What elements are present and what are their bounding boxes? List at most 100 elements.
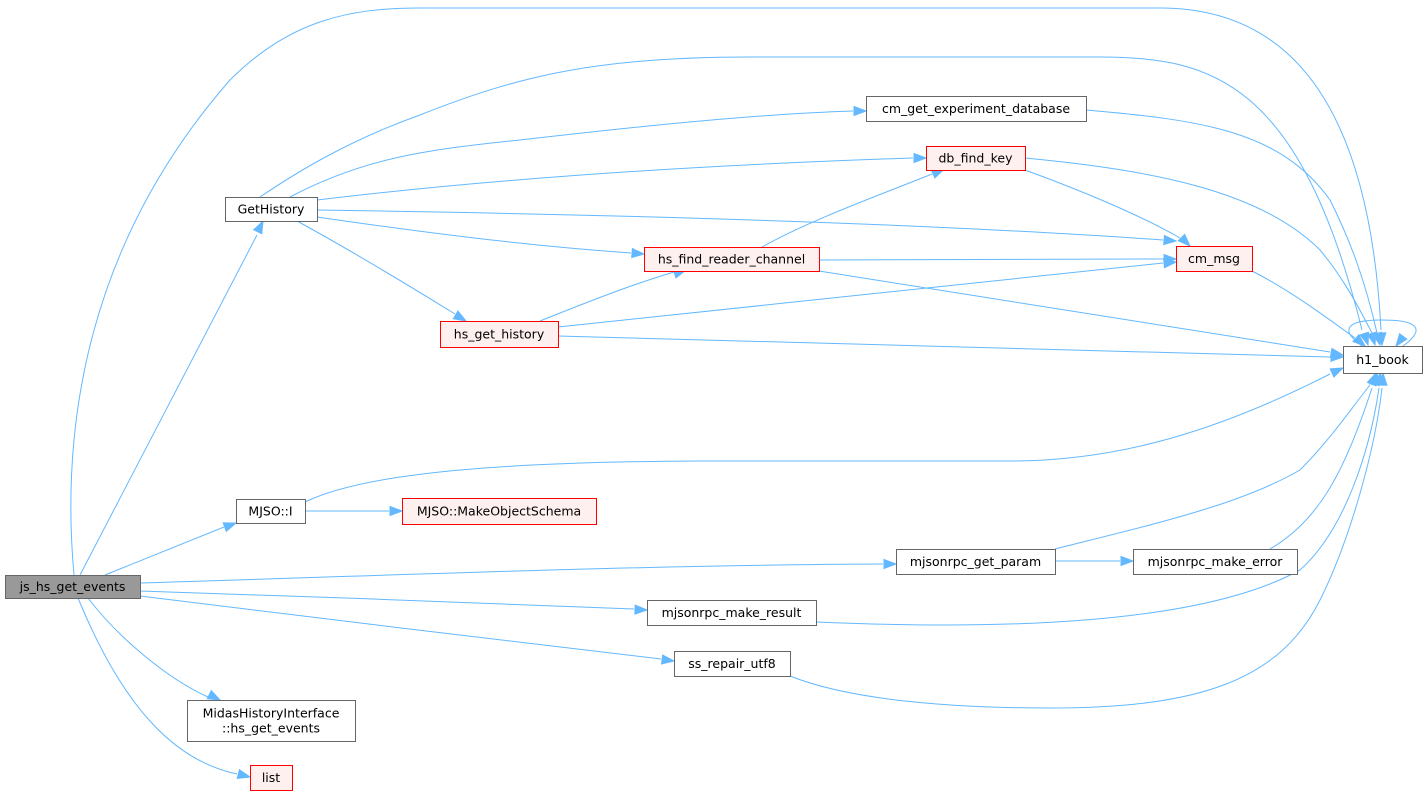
node-label: list — [262, 770, 280, 785]
edge-arrowhead — [206, 689, 222, 701]
edge-GetHistory-to-cm_msg — [316, 209, 1178, 246]
node-box[interactable] — [926, 146, 1026, 171]
edge-arrowhead — [853, 105, 868, 117]
node-label: mjsonrpc_make_error — [1148, 554, 1284, 569]
edge-GetHistory-to-hs_get_history — [296, 220, 468, 322]
edge-line — [1085, 109, 1378, 334]
edge-line — [304, 373, 1331, 503]
edge-line — [316, 157, 914, 201]
node-box[interactable] — [1343, 346, 1423, 374]
node-h1-book[interactable]: h1_book — [1343, 346, 1423, 374]
node-label: MJSO::I — [248, 504, 292, 519]
edge-mjsonrpc_get_param-to-mjsonrpc_make_error — [1055, 555, 1135, 567]
edge-line — [1251, 270, 1356, 339]
edge-js_hs_get_events-to-ss_repair_utf8 — [139, 595, 676, 665]
edge-arrowhead — [1163, 234, 1178, 246]
edge-line — [289, 110, 854, 198]
edge-hs_get_history-to-hs_find_reader_channel — [539, 268, 688, 322]
node-js-hs-get-events[interactable]: js_hs_get_events — [5, 575, 141, 599]
node-gethistory[interactable]: GetHistory — [225, 197, 318, 222]
edge-arrowhead — [1366, 331, 1377, 347]
node-label: db_find_key — [939, 151, 1014, 166]
edge-db_find_key-to-cm_msg — [1024, 169, 1192, 248]
edge-GetHistory-to-hs_find_reader_channel — [316, 216, 646, 259]
edge-GetHistory-to-h1_book — [259, 56, 1370, 347]
edge-arrowhead — [389, 505, 404, 517]
edge-js_hs_get_events-to-list — [77, 597, 252, 780]
edge-line — [761, 173, 933, 248]
node-box[interactable] — [674, 651, 791, 677]
edge-arrowhead — [1359, 331, 1370, 347]
node-cm-get-experiment-database[interactable]: cm_get_experiment_database — [866, 96, 1087, 122]
node-box[interactable] — [866, 96, 1087, 122]
node-box[interactable] — [250, 765, 293, 791]
edge-ss_repair_utf8-to-h1_book — [789, 371, 1388, 709]
edge-line — [818, 258, 1164, 261]
edge-GetHistory-to-db_find_key — [316, 152, 928, 201]
edge-line — [818, 270, 1331, 353]
edge-line — [1348, 319, 1417, 347]
edge-cm_msg-to-h1_book — [1251, 270, 1367, 347]
node-box[interactable] — [402, 498, 597, 525]
edge-line — [139, 590, 635, 610]
node-box[interactable] — [896, 549, 1056, 575]
node-label: mjsonrpc_make_result — [662, 605, 802, 620]
node-ss-repair-utf8[interactable]: ss_repair_utf8 — [674, 651, 791, 677]
edge-line — [316, 216, 632, 254]
node-cm-msg[interactable]: cm_msg — [1176, 246, 1253, 272]
edge-GetHistory-to-cm_get_experiment_database — [289, 105, 868, 198]
node-label: GetHistory — [238, 202, 305, 217]
edge-line — [815, 387, 1380, 626]
edge-arrowhead — [1120, 555, 1135, 567]
edge-h1_book-to-h1_book — [1348, 319, 1417, 348]
node-label: h1_book — [1356, 352, 1409, 367]
node-label: mjsonrpc_get_param — [910, 554, 1041, 569]
node-box[interactable] — [236, 499, 306, 524]
edge-arrowhead — [660, 654, 676, 665]
node-box[interactable] — [187, 700, 356, 742]
edge-arrowhead — [1395, 332, 1408, 348]
edge-hs_get_history-to-h1_book — [557, 335, 1345, 362]
edge-hs_find_reader_channel-to-cm_msg — [818, 253, 1178, 265]
node-label: ::hs_get_events — [222, 721, 320, 736]
edge-line — [1024, 169, 1181, 239]
edge-arrowhead — [252, 219, 264, 235]
edge-line — [557, 262, 1164, 328]
node-mjso-makeobjectschema[interactable]: MJSO::MakeObjectSchema — [402, 498, 597, 525]
edge-arrowhead — [1163, 258, 1178, 269]
node-box[interactable] — [1133, 549, 1298, 575]
node-box[interactable] — [647, 600, 817, 626]
edge-arrowhead — [631, 247, 646, 259]
node-box[interactable] — [440, 321, 559, 348]
edge-line — [139, 563, 884, 584]
node-mjsonrpc-get-param[interactable]: mjsonrpc_get_param — [896, 549, 1056, 575]
edge-line — [259, 56, 1363, 331]
edge-line — [79, 234, 258, 576]
edge-line — [296, 220, 456, 315]
node-db-find-key[interactable]: db_find_key — [926, 146, 1026, 171]
node-box[interactable] — [644, 247, 820, 272]
node-hs-get-history[interactable]: hs_get_history — [440, 321, 559, 348]
node-hs-find-reader-channel[interactable]: hs_find_reader_channel — [644, 247, 820, 272]
node-list[interactable]: list — [250, 765, 293, 791]
node-label: cm_get_experiment_database — [882, 101, 1070, 116]
node-label: ss_repair_utf8 — [688, 656, 776, 671]
edge-cm_get_experiment_database-to-h1_book — [1085, 109, 1383, 347]
node-box[interactable] — [225, 197, 318, 222]
edge-line — [77, 597, 238, 775]
node-mjso-i[interactable]: MJSO::I — [236, 499, 306, 524]
edge-arrowhead — [222, 522, 238, 533]
node-box[interactable] — [1176, 246, 1253, 272]
edge-arrowhead — [1330, 351, 1345, 362]
edge-line — [87, 597, 209, 698]
edge-mjsonrpc_make_result-to-h1_book — [815, 371, 1385, 626]
node-box[interactable] — [5, 575, 141, 599]
node-mjsonrpc-make-result[interactable]: mjsonrpc_make_result — [647, 600, 817, 626]
edge-js_hs_get_events-to-mjsonrpc_get_param — [139, 558, 898, 584]
node-midashistoryinterface-hs-get-events[interactable]: MidasHistoryInterface::hs_get_events — [187, 700, 356, 742]
node-label: hs_find_reader_channel — [658, 252, 805, 267]
edge-line — [789, 387, 1383, 709]
node-mjsonrpc-make-error[interactable]: mjsonrpc_make_error — [1133, 549, 1298, 575]
edge-arrowhead — [452, 310, 468, 322]
